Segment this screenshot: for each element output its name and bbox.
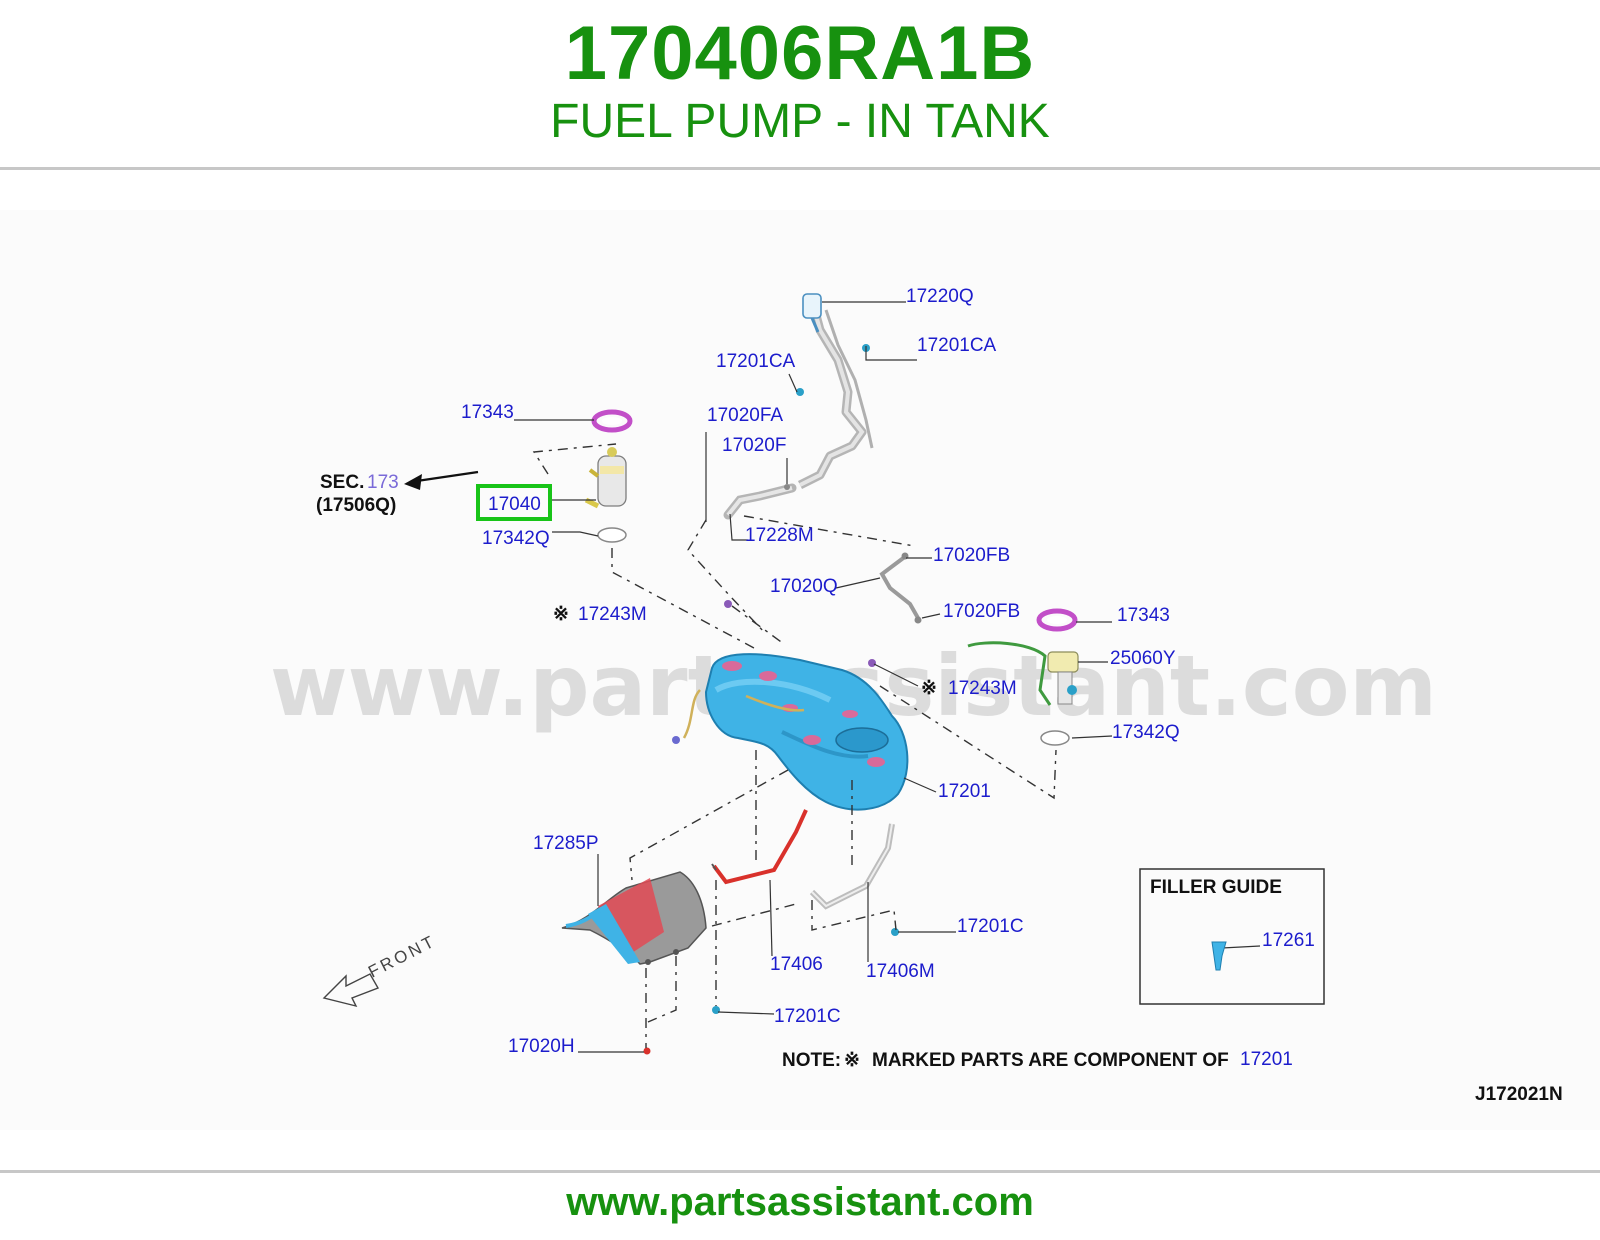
part-label-17220Q[interactable]: 17220Q xyxy=(906,286,974,307)
sec-prefix: SEC. xyxy=(320,472,364,493)
footer-divider xyxy=(0,1170,1600,1173)
note-prefix: NOTE: xyxy=(782,1050,841,1071)
section-reference: SEC. 173 (17506Q) xyxy=(316,472,399,516)
fuel-pump-assembly xyxy=(584,409,633,543)
part-description: FUEL PUMP - IN TANK xyxy=(550,95,1050,148)
part-label-17201CA-left[interactable]: 17201CA xyxy=(716,351,796,372)
part-label-17020FB-upper[interactable]: 17020FB xyxy=(933,545,1010,566)
filler-guide-box: FILLER GUIDE xyxy=(1139,868,1325,1005)
heat-shield xyxy=(561,871,707,965)
part-label-17020H[interactable]: 17020H xyxy=(508,1036,575,1057)
part-label-17343-right[interactable]: 17343 xyxy=(1117,605,1170,626)
part-label-17228M[interactable]: 17228M xyxy=(745,525,814,546)
sec-number: 173 xyxy=(367,472,399,493)
sec-sub-part: (17506Q) xyxy=(316,495,396,516)
part-label-17343-left[interactable]: 17343 xyxy=(461,402,514,423)
parts-diagram: www.partsassistant.com xyxy=(270,286,1563,1105)
diagram-code: J172021N xyxy=(1475,1084,1563,1105)
part-labels: 17220Q 17201CA 17201CA 17343 17020FA 170… xyxy=(461,286,1315,1057)
note-text: MARKED PARTS ARE COMPONENT OF xyxy=(872,1050,1229,1071)
part-label-17406[interactable]: 17406 xyxy=(770,954,823,975)
fuel-tank xyxy=(672,600,909,811)
page-header: 170406RA1B FUEL PUMP - IN TANK xyxy=(0,0,1600,168)
assembly-lines xyxy=(532,443,1057,1048)
part-label-17020Q[interactable]: 17020Q xyxy=(770,576,838,597)
highlighted-part-callout[interactable]: 17040 xyxy=(476,484,552,521)
filler-neck-assembly xyxy=(723,293,874,520)
fuel-sender-assembly xyxy=(967,608,1079,746)
marked-symbol-right: ※ xyxy=(921,678,937,699)
diagram-panel: www.partsassistant.com xyxy=(0,210,1600,1130)
part-label-17201CA-right[interactable]: 17201CA xyxy=(917,335,997,356)
part-label-17201[interactable]: 17201 xyxy=(938,781,991,802)
part-label-17406M[interactable]: 17406M xyxy=(866,961,935,982)
part-label-17201C-right[interactable]: 17201C xyxy=(957,916,1024,937)
part-label-17201C-bottom[interactable]: 17201C xyxy=(774,1006,841,1027)
header-divider xyxy=(0,167,1600,170)
part-label-25060Y[interactable]: 25060Y xyxy=(1110,648,1176,669)
part-label-17342Q-left[interactable]: 17342Q xyxy=(482,528,550,549)
front-direction-indicator: FRONT xyxy=(322,931,439,1008)
footer-website-link[interactable]: www.partsassistant.com xyxy=(566,1180,1034,1224)
part-label-17020F[interactable]: 17020F xyxy=(722,435,786,456)
part-label-17243M-right[interactable]: 17243M xyxy=(948,678,1017,699)
tank-straps xyxy=(643,809,899,1055)
diagram-note: NOTE: ※ MARKED PARTS ARE COMPONENT OF 17… xyxy=(782,1049,1293,1071)
part-label-17285P[interactable]: 17285P xyxy=(533,833,599,854)
part-label-17020FB-lower[interactable]: 17020FB xyxy=(943,601,1020,622)
marked-symbol-left: ※ xyxy=(553,604,569,625)
filler-guide-title: FILLER GUIDE xyxy=(1150,877,1282,898)
leader-lines xyxy=(404,301,1261,1053)
part-label-17243M-left[interactable]: 17243M xyxy=(578,604,647,625)
part-label-17040[interactable]: 17040 xyxy=(488,494,541,515)
part-label-17261[interactable]: 17261 xyxy=(1262,930,1315,951)
vent-hose xyxy=(879,552,922,624)
part-label-17342Q-right[interactable]: 17342Q xyxy=(1112,722,1180,743)
note-marked-symbol: ※ xyxy=(844,1050,860,1071)
note-part-ref[interactable]: 17201 xyxy=(1240,1049,1293,1070)
part-label-17020FA[interactable]: 17020FA xyxy=(707,405,783,426)
front-label: FRONT xyxy=(365,931,439,981)
part-number-title: 170406RA1B xyxy=(564,11,1036,96)
